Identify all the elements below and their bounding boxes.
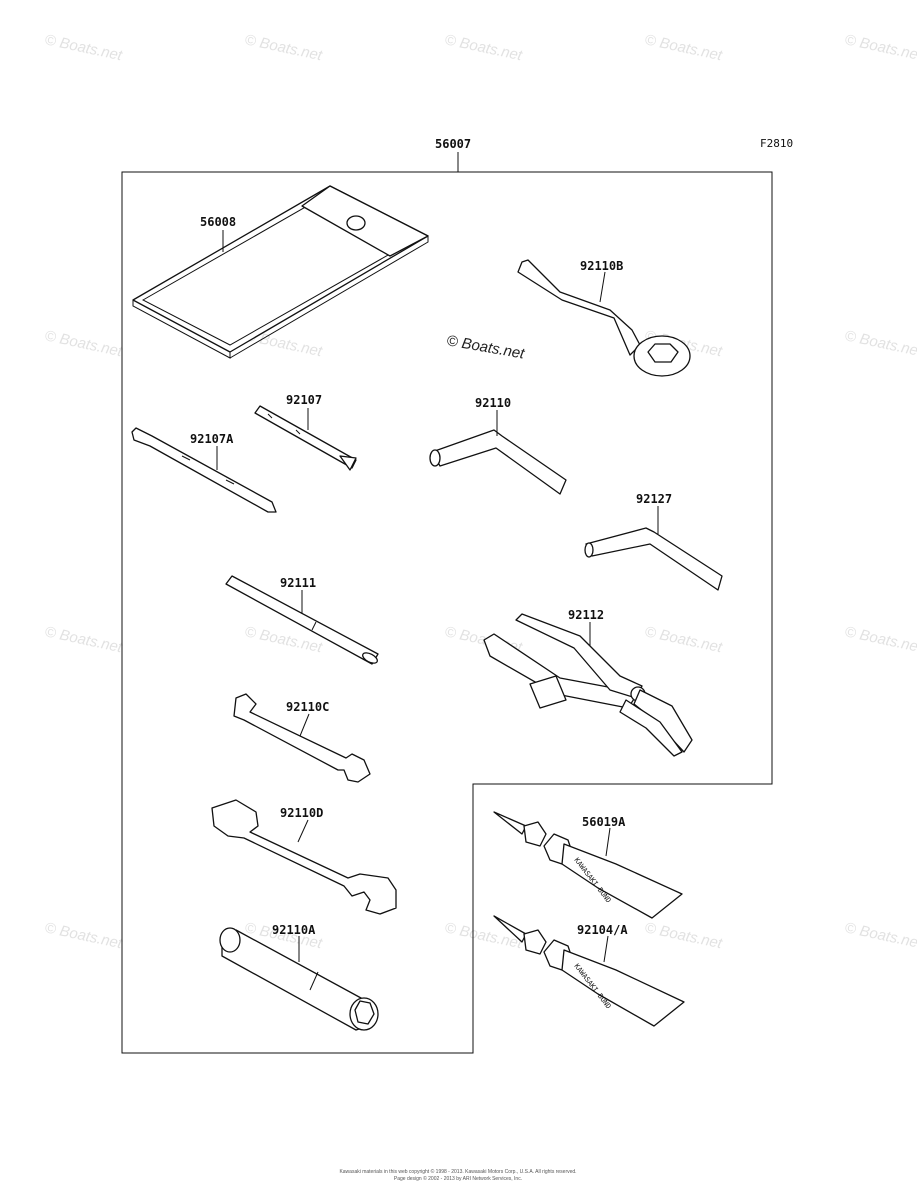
part-number-92107A: 92107A	[190, 432, 234, 446]
watermark: © Boats.net	[443, 919, 524, 952]
watermark: © Boats.net	[843, 919, 917, 952]
leader-line	[599, 271, 606, 303]
footer-copyright: Kawasaki materials in this web copyright…	[339, 1168, 576, 1175]
part-number-56007: 56007	[435, 137, 471, 151]
watermark: © Boats.net	[43, 919, 124, 952]
bond-tube-92104A: KAWASAKI BOND	[493, 915, 685, 1027]
part-number-56008: 56008	[200, 215, 236, 229]
part-number-92110A: 92110A	[272, 923, 316, 937]
leader-line	[299, 713, 310, 737]
leader-line	[603, 935, 609, 963]
watermark: © Boats.net	[243, 31, 324, 64]
part-number-56019A: 56019A	[582, 815, 626, 829]
part-number-92110: 92110	[475, 396, 511, 410]
part-number-92110B: 92110B	[580, 259, 623, 273]
handle-bar	[225, 575, 379, 665]
watermark: © Boats.net	[43, 623, 124, 656]
watermark: © Boats.net	[843, 327, 917, 360]
watermark: © Boats.net	[643, 31, 724, 64]
pliers	[483, 613, 693, 757]
watermark: © Boats.net	[843, 623, 917, 656]
part-number-92110D: 92110D	[280, 806, 323, 820]
part-number-92112: 92112	[568, 608, 604, 622]
part-number-92104A: 92104/A	[577, 923, 628, 937]
screwdriver-92107A	[131, 427, 277, 513]
watermark-main: © Boats.net	[445, 332, 526, 363]
leader-line	[605, 827, 611, 857]
watermark: © Boats.net	[443, 31, 524, 64]
wrench-92110C	[233, 693, 371, 783]
part-number-92111: 92111	[280, 576, 316, 590]
watermark: © Boats.net	[43, 327, 124, 360]
socket-wrench	[219, 927, 379, 1031]
tool-case	[132, 185, 429, 359]
watermark-grid: © Boats.net © Boats.net © Boats.net © Bo…	[43, 31, 917, 952]
watermark: © Boats.net	[43, 31, 124, 64]
hex-key-92110	[429, 429, 567, 495]
kit-boundary	[121, 171, 773, 1054]
ring-wrench	[517, 259, 691, 377]
leader-line	[297, 819, 309, 843]
screwdriver-92107	[254, 405, 357, 471]
part-number-92127: 92127	[636, 492, 672, 506]
wrench-92110D	[211, 799, 397, 915]
hex-key-92127	[584, 527, 723, 591]
figure-code: F2810	[760, 137, 793, 150]
watermark: © Boats.net	[843, 31, 917, 64]
watermark: © Boats.net	[643, 919, 724, 952]
footer-design: Page design © 2002 - 2013 by ARI Network…	[394, 1175, 522, 1182]
part-number-92110C: 92110C	[286, 700, 329, 714]
part-number-92107: 92107	[286, 393, 322, 407]
watermark: © Boats.net	[643, 623, 724, 656]
